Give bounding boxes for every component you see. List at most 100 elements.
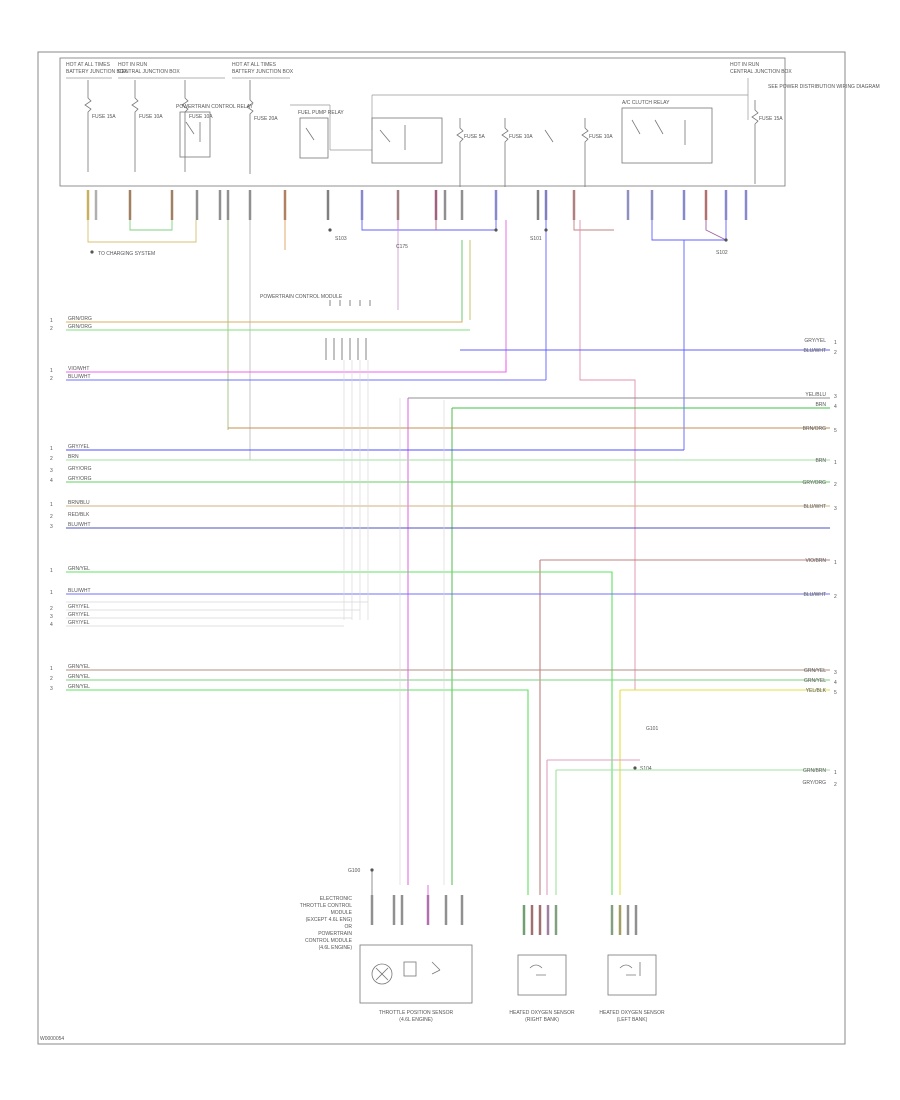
splice-dots	[90, 228, 728, 770]
svg-text:GRN/ORG: GRN/ORG	[68, 316, 92, 322]
svg-text:4: 4	[50, 478, 53, 484]
fuse-box-label-4: HOT IN RUN	[730, 62, 759, 68]
top-wiring	[87, 220, 727, 690]
svg-text:GRY/ORG: GRY/ORG	[802, 780, 826, 786]
fuse-label-2: FUSE 10A	[139, 114, 163, 120]
svg-text:BRN: BRN	[68, 454, 79, 460]
splice-label-4: S104	[640, 766, 652, 772]
splice-label-2: S102	[716, 250, 728, 256]
svg-text:5: 5	[834, 428, 837, 434]
fuse-box-label-3: HOT AT ALL TIMES	[232, 62, 277, 68]
fuse-label-5: FUSE 5A	[464, 134, 486, 140]
svg-text:BRN: BRN	[815, 402, 826, 408]
left-component-note: ELECTRONIC THROTTLE CONTROL MODULE (EXCE…	[300, 896, 353, 951]
oxygen-sensor-left	[607, 954, 657, 996]
fuse-box-sublabel-4: CENTRAL JUNCTION BOX	[730, 69, 792, 75]
svg-text:BLU/WHT: BLU/WHT	[68, 374, 91, 380]
oxygen-sensor-right	[517, 954, 567, 996]
svg-text:5: 5	[834, 690, 837, 696]
fuse-box-sublabel-2: CENTRAL JUNCTION BOX	[118, 69, 180, 75]
svg-text:GRN/YEL: GRN/YEL	[68, 684, 90, 690]
svg-text:GRN/YEL: GRN/YEL	[68, 566, 90, 572]
svg-text:1: 1	[50, 590, 53, 596]
svg-text:1: 1	[50, 446, 53, 452]
fuse-box-label-1: HOT AT ALL TIMES	[66, 62, 111, 68]
splice-label-3: S103	[335, 236, 347, 242]
svg-text:BLU/WHT: BLU/WHT	[68, 522, 91, 528]
svg-text:2: 2	[50, 676, 53, 682]
svg-text:YEL/BLU: YEL/BLU	[805, 392, 826, 398]
fuse-relay-box	[59, 57, 786, 187]
svg-text:GRY/ORG: GRY/ORG	[68, 476, 92, 482]
center-connector-ticks	[325, 300, 371, 360]
svg-text:GRN/BRN: GRN/BRN	[803, 768, 826, 774]
svg-text:GRY/YEL: GRY/YEL	[68, 444, 90, 450]
svg-text:BLU/WHT: BLU/WHT	[804, 348, 827, 354]
svg-text:MODULE: MODULE	[331, 910, 353, 916]
fuse-label-4: FUSE 20A	[254, 116, 278, 122]
throttle-position-sensor	[359, 944, 473, 1004]
internal-bus	[66, 77, 749, 151]
svg-text:POWERTRAIN: POWERTRAIN	[318, 931, 352, 937]
fuse-box-sublabel-3: BATTERY JUNCTION BOX	[232, 69, 294, 75]
fuse-label-3: FUSE 10A	[189, 114, 213, 120]
svg-text:VIO/WHT: VIO/WHT	[68, 366, 89, 372]
svg-text:1: 1	[50, 666, 53, 672]
bottom-connector-stubs	[370, 895, 638, 935]
svg-text:2: 2	[834, 482, 837, 488]
svg-text:2: 2	[50, 606, 53, 612]
relay-label-1: POWERTRAIN CONTROL RELAY	[176, 104, 254, 110]
svg-text:GRN/YEL: GRN/YEL	[68, 674, 90, 680]
svg-text:GRY/YEL: GRY/YEL	[68, 620, 90, 626]
svg-text:2: 2	[50, 326, 53, 332]
svg-text:1: 1	[50, 368, 53, 374]
component-label-3: HEATED OXYGEN SENSOR	[599, 1010, 665, 1016]
svg-text:GRY/ORG: GRY/ORG	[802, 480, 826, 486]
diagram-frame	[37, 51, 846, 1045]
svg-text:GRY/YEL: GRY/YEL	[68, 612, 90, 618]
harness-wires	[66, 320, 830, 895]
fuse-box-sublabel-1: BATTERY JUNCTION BOX	[66, 69, 128, 75]
svg-text:3: 3	[50, 614, 53, 620]
connector-note: C175	[396, 244, 408, 250]
svg-text:1: 1	[834, 770, 837, 776]
svg-text:1: 1	[834, 460, 837, 466]
component-label-2: HEATED OXYGEN SENSOR	[509, 1010, 575, 1016]
left-pin-numbers: 1 2 1 2 1 2 3 4 1 2 3 1 1 2 3 4 1 2 3	[50, 318, 53, 692]
top-connector-stubs	[86, 190, 748, 220]
relay-label-3: A/C CLUTCH RELAY	[622, 100, 670, 106]
svg-text:1: 1	[834, 340, 837, 346]
svg-text:RED/BLK: RED/BLK	[68, 512, 90, 518]
svg-text:GRN/ORG: GRN/ORG	[68, 324, 92, 330]
component-sub-1: (4.6L ENGINE)	[399, 1017, 433, 1023]
svg-text:BLU/WHT: BLU/WHT	[804, 504, 827, 510]
right-pin-numbers: 1 2 3 4 5 1 2 3 1 2 3 4 5 1 2	[834, 340, 837, 788]
fuse-symbols	[84, 80, 759, 187]
svg-text:BRN: BRN	[815, 458, 826, 464]
svg-text:GRN/YEL: GRN/YEL	[804, 668, 826, 674]
note-fuse-box: TO CHARGING SYSTEM	[98, 251, 155, 257]
svg-text:3: 3	[834, 670, 837, 676]
svg-text:3: 3	[834, 506, 837, 512]
faint-wires	[66, 360, 445, 885]
svg-text:BRN/BLU: BRN/BLU	[68, 500, 90, 506]
svg-text:CONTROL MODULE: CONTROL MODULE	[305, 938, 353, 944]
ground-label-2: G101	[646, 726, 658, 732]
svg-text:3: 3	[50, 686, 53, 692]
left-wire-labels: GRN/ORG GRN/ORG VIO/WHT BLU/WHT GRY/YEL …	[68, 316, 92, 690]
fuse-label-6: FUSE 10A	[509, 134, 533, 140]
component-label-1: THROTTLE POSITION SENSOR	[379, 1010, 454, 1016]
svg-text:(EXCEPT 4.6L ENG): (EXCEPT 4.6L ENG)	[306, 917, 353, 923]
svg-text:4: 4	[834, 404, 837, 410]
svg-text:OR: OR	[345, 924, 353, 930]
svg-text:(4.6L ENGINE): (4.6L ENGINE)	[319, 945, 353, 951]
fuse-label-1: FUSE 15A	[92, 114, 116, 120]
center-note: POWERTRAIN CONTROL MODULE	[260, 294, 343, 300]
svg-text:VIO/BRN: VIO/BRN	[805, 558, 826, 564]
bottom-wire-drops	[371, 870, 429, 895]
svg-text:4: 4	[834, 680, 837, 686]
svg-text:BRN/ORG: BRN/ORG	[803, 426, 826, 432]
right-top-note: SEE POWER DISTRIBUTION WIRING DIAGRAM	[768, 84, 880, 90]
svg-text:2: 2	[50, 376, 53, 382]
